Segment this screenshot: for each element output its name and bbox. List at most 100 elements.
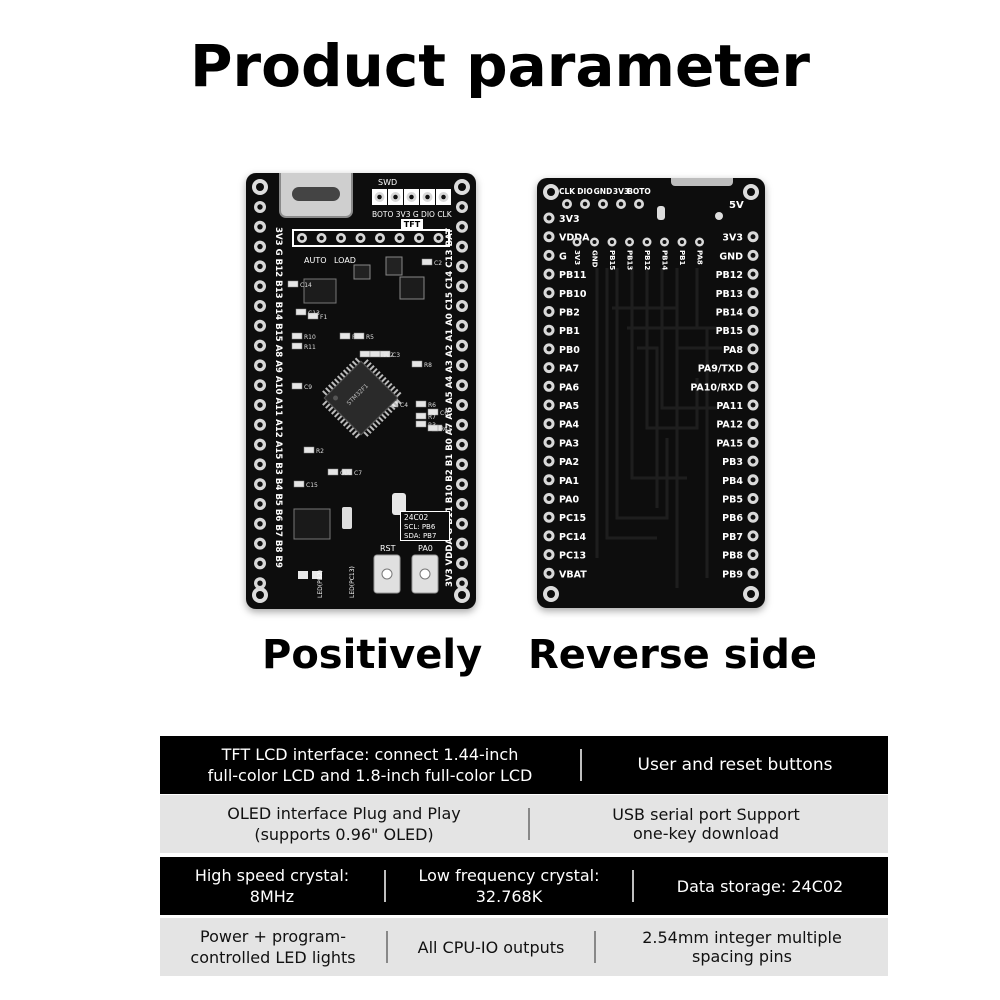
left-pin-label: VBAT	[559, 569, 587, 580]
pin-hole	[627, 239, 632, 245]
feature-row: OLED interface Plug and Play(supports 0.…	[160, 795, 888, 853]
mcu-pin	[377, 373, 384, 380]
five-v-label: 5V	[729, 200, 744, 211]
mcu-pin	[331, 381, 337, 387]
component-label: C15	[306, 482, 318, 489]
pin-hole	[257, 481, 263, 487]
sda-label: SDA: PB7	[404, 532, 436, 540]
pin-hole	[459, 441, 465, 448]
right-pin-label: PB9	[722, 569, 743, 580]
smd-component	[415, 420, 427, 428]
tft-label: TFT	[404, 220, 421, 229]
pin-hole	[459, 422, 465, 428]
pin-hole	[546, 271, 552, 277]
scl-label: SCL: PB6	[404, 523, 436, 531]
left-pin-label: PB0	[559, 345, 580, 356]
pin-hole	[546, 477, 552, 483]
pin-hole	[257, 303, 263, 309]
inner-pin-label: PB13	[626, 250, 634, 270]
pin-hole	[750, 252, 756, 258]
pcb-traces	[595, 268, 722, 588]
smd-component	[327, 468, 339, 476]
feature-row: High speed crystal:8MHz Low frequency cr…	[160, 857, 888, 915]
pin-hole	[257, 422, 263, 428]
pin-hole	[546, 234, 552, 240]
pin-hole	[750, 365, 756, 371]
left-pin-label: PB2	[559, 308, 580, 319]
component-label: C6	[440, 410, 448, 417]
right-pin-labels: 3V3 VDDA G B11 B10 B2 B1 B0 A7 A6 A5 A4 …	[445, 228, 455, 587]
smd-component	[411, 360, 423, 368]
pin-hole	[459, 382, 465, 388]
pin-hole	[546, 215, 552, 221]
pin-hole	[750, 421, 756, 427]
right-pin-label: PA11	[716, 401, 743, 412]
mcu-pin	[328, 406, 334, 412]
component-label: R6	[428, 402, 436, 409]
feature-hs-crystal: High speed crystal:8MHz	[160, 857, 384, 915]
mcu-chip: STM32F1	[322, 357, 402, 439]
inner-pin-label: PA8	[696, 250, 704, 265]
pin-hole	[636, 201, 642, 207]
pin-hole	[750, 383, 756, 389]
smd-component	[339, 332, 351, 340]
pin-hole	[546, 514, 552, 520]
usb-c-connector-edge	[671, 172, 733, 186]
component-label: C9	[304, 384, 312, 391]
load-label: LOAD	[334, 256, 356, 265]
pin-hole	[644, 239, 650, 245]
left-pin-labels: 3V3 G B12 B13 B14 B15 A8 A9 A10 A11 A12 …	[273, 227, 283, 568]
mcu-pin	[328, 384, 334, 390]
crystal-lowfreq	[342, 507, 352, 529]
mcu-pin	[342, 369, 349, 376]
pin-hole	[750, 477, 756, 483]
pin-hole	[416, 235, 422, 241]
feature-text: All CPU-IO outputs	[417, 937, 565, 957]
smd-component	[415, 400, 427, 408]
feature-data-storage: Data storage: 24C02	[634, 857, 886, 915]
pin-hole	[459, 243, 465, 250]
mcu-pin	[389, 404, 396, 411]
swd-label: SWD	[378, 178, 397, 187]
pin-hole	[546, 421, 552, 427]
pin-hole	[377, 194, 382, 200]
smd-component	[427, 408, 439, 416]
top-pin-label: CLK	[559, 187, 576, 196]
front-board-drawing: SWD BOTO 3V3 G DIO CLK TFT 3V3 G B12 B13…	[252, 166, 470, 603]
feature-text: one-key download	[632, 824, 779, 843]
inner-pin-label: PB1	[678, 250, 686, 265]
mcu-pin	[372, 422, 378, 428]
transistor	[353, 264, 371, 280]
component-label: F1	[320, 314, 327, 321]
eeprom-chip	[293, 508, 331, 540]
pin-hole	[338, 235, 344, 241]
top-pin-label: GND	[594, 187, 613, 196]
smd-component	[303, 446, 315, 454]
mcu-pin	[386, 382, 393, 389]
feature-text: TFT LCD interface: connect 1.44-inch	[221, 745, 519, 764]
mcu-pin	[351, 360, 358, 367]
left-pin-label: PA4	[559, 420, 579, 431]
pin-hole	[393, 194, 398, 200]
left-pin-label: PA1	[559, 476, 579, 487]
left-pin-label: G	[559, 251, 567, 262]
pin-hole	[257, 540, 263, 547]
pin-hole	[459, 224, 465, 230]
divider	[594, 931, 596, 963]
pin-hole	[257, 521, 263, 527]
crystal-x1	[392, 493, 406, 515]
mcu-pin	[395, 398, 402, 405]
pin-hole	[582, 201, 588, 207]
pin-hole	[257, 224, 263, 230]
feature-oled: OLED interface Plug and Play(supports 0.…	[160, 795, 528, 853]
pin-hole	[546, 402, 552, 408]
pin-hole	[750, 514, 756, 520]
component-label: C14	[300, 282, 312, 289]
component-label: R7	[428, 414, 436, 421]
pin-hole	[546, 552, 552, 558]
mcu-pin	[366, 362, 372, 368]
